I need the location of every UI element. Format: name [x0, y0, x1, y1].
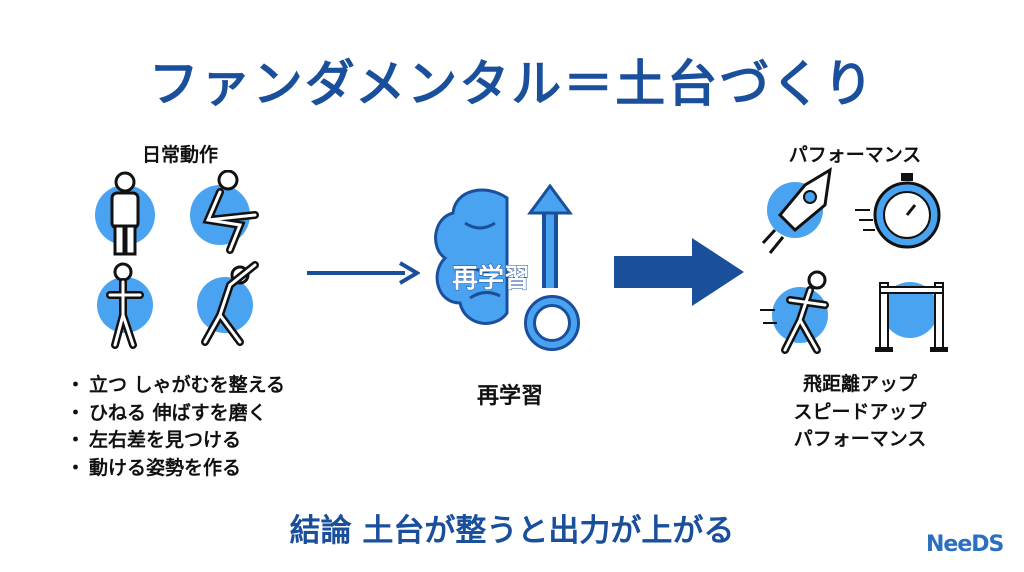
- standing-person-icon: [95, 171, 155, 256]
- daily-movements-heading: 日常動作: [141, 144, 218, 166]
- list-item: 左右差を見つける: [66, 427, 285, 455]
- relearn-label: 再学習: [476, 384, 543, 409]
- result-item: スピードアップ: [793, 400, 927, 423]
- stretching-person-icon: [197, 261, 259, 346]
- needs-logo: NeeDS: [926, 532, 1004, 557]
- list-item: ひねる 伸ばすを磨く: [66, 400, 285, 428]
- list-item: 立つ しゃがむを整える: [66, 372, 285, 400]
- page-title: ファンダメンタル＝土台づくり: [148, 55, 876, 113]
- twisting-person-icon: [97, 262, 153, 349]
- performance-icons: [760, 167, 948, 354]
- performance-heading: パフォーマンス: [788, 144, 922, 166]
- conclusion-text: 結論 土台が整うと出力が上がる: [289, 513, 735, 549]
- squatting-person-icon: [190, 170, 259, 254]
- relearn-icon-text: 再学習: [451, 264, 531, 295]
- brain-relearn-icon: [434, 183, 580, 351]
- high-bar-icon: [875, 282, 948, 352]
- performance-results: 飛距離アップ スピードアップ パフォーマンス: [760, 371, 960, 454]
- rocket-icon: [761, 167, 832, 254]
- up-arrow-loop-icon: [524, 183, 580, 351]
- running-person-icon: [760, 270, 829, 354]
- brain-icon: [434, 188, 509, 325]
- list-item: 動ける姿勢を作る: [66, 455, 285, 483]
- daily-movement-list: 立つ しゃがむを整える ひねる 伸ばすを磨く 左右差を見つける 動ける姿勢を作る: [66, 372, 285, 482]
- stopwatch-icon: [855, 173, 941, 249]
- result-item: 飛距離アップ: [802, 373, 917, 395]
- thin-arrow-icon: [307, 261, 420, 285]
- daily-movement-icons: [95, 170, 259, 349]
- result-item: パフォーマンス: [793, 428, 927, 450]
- thick-arrow-icon: [614, 238, 744, 306]
